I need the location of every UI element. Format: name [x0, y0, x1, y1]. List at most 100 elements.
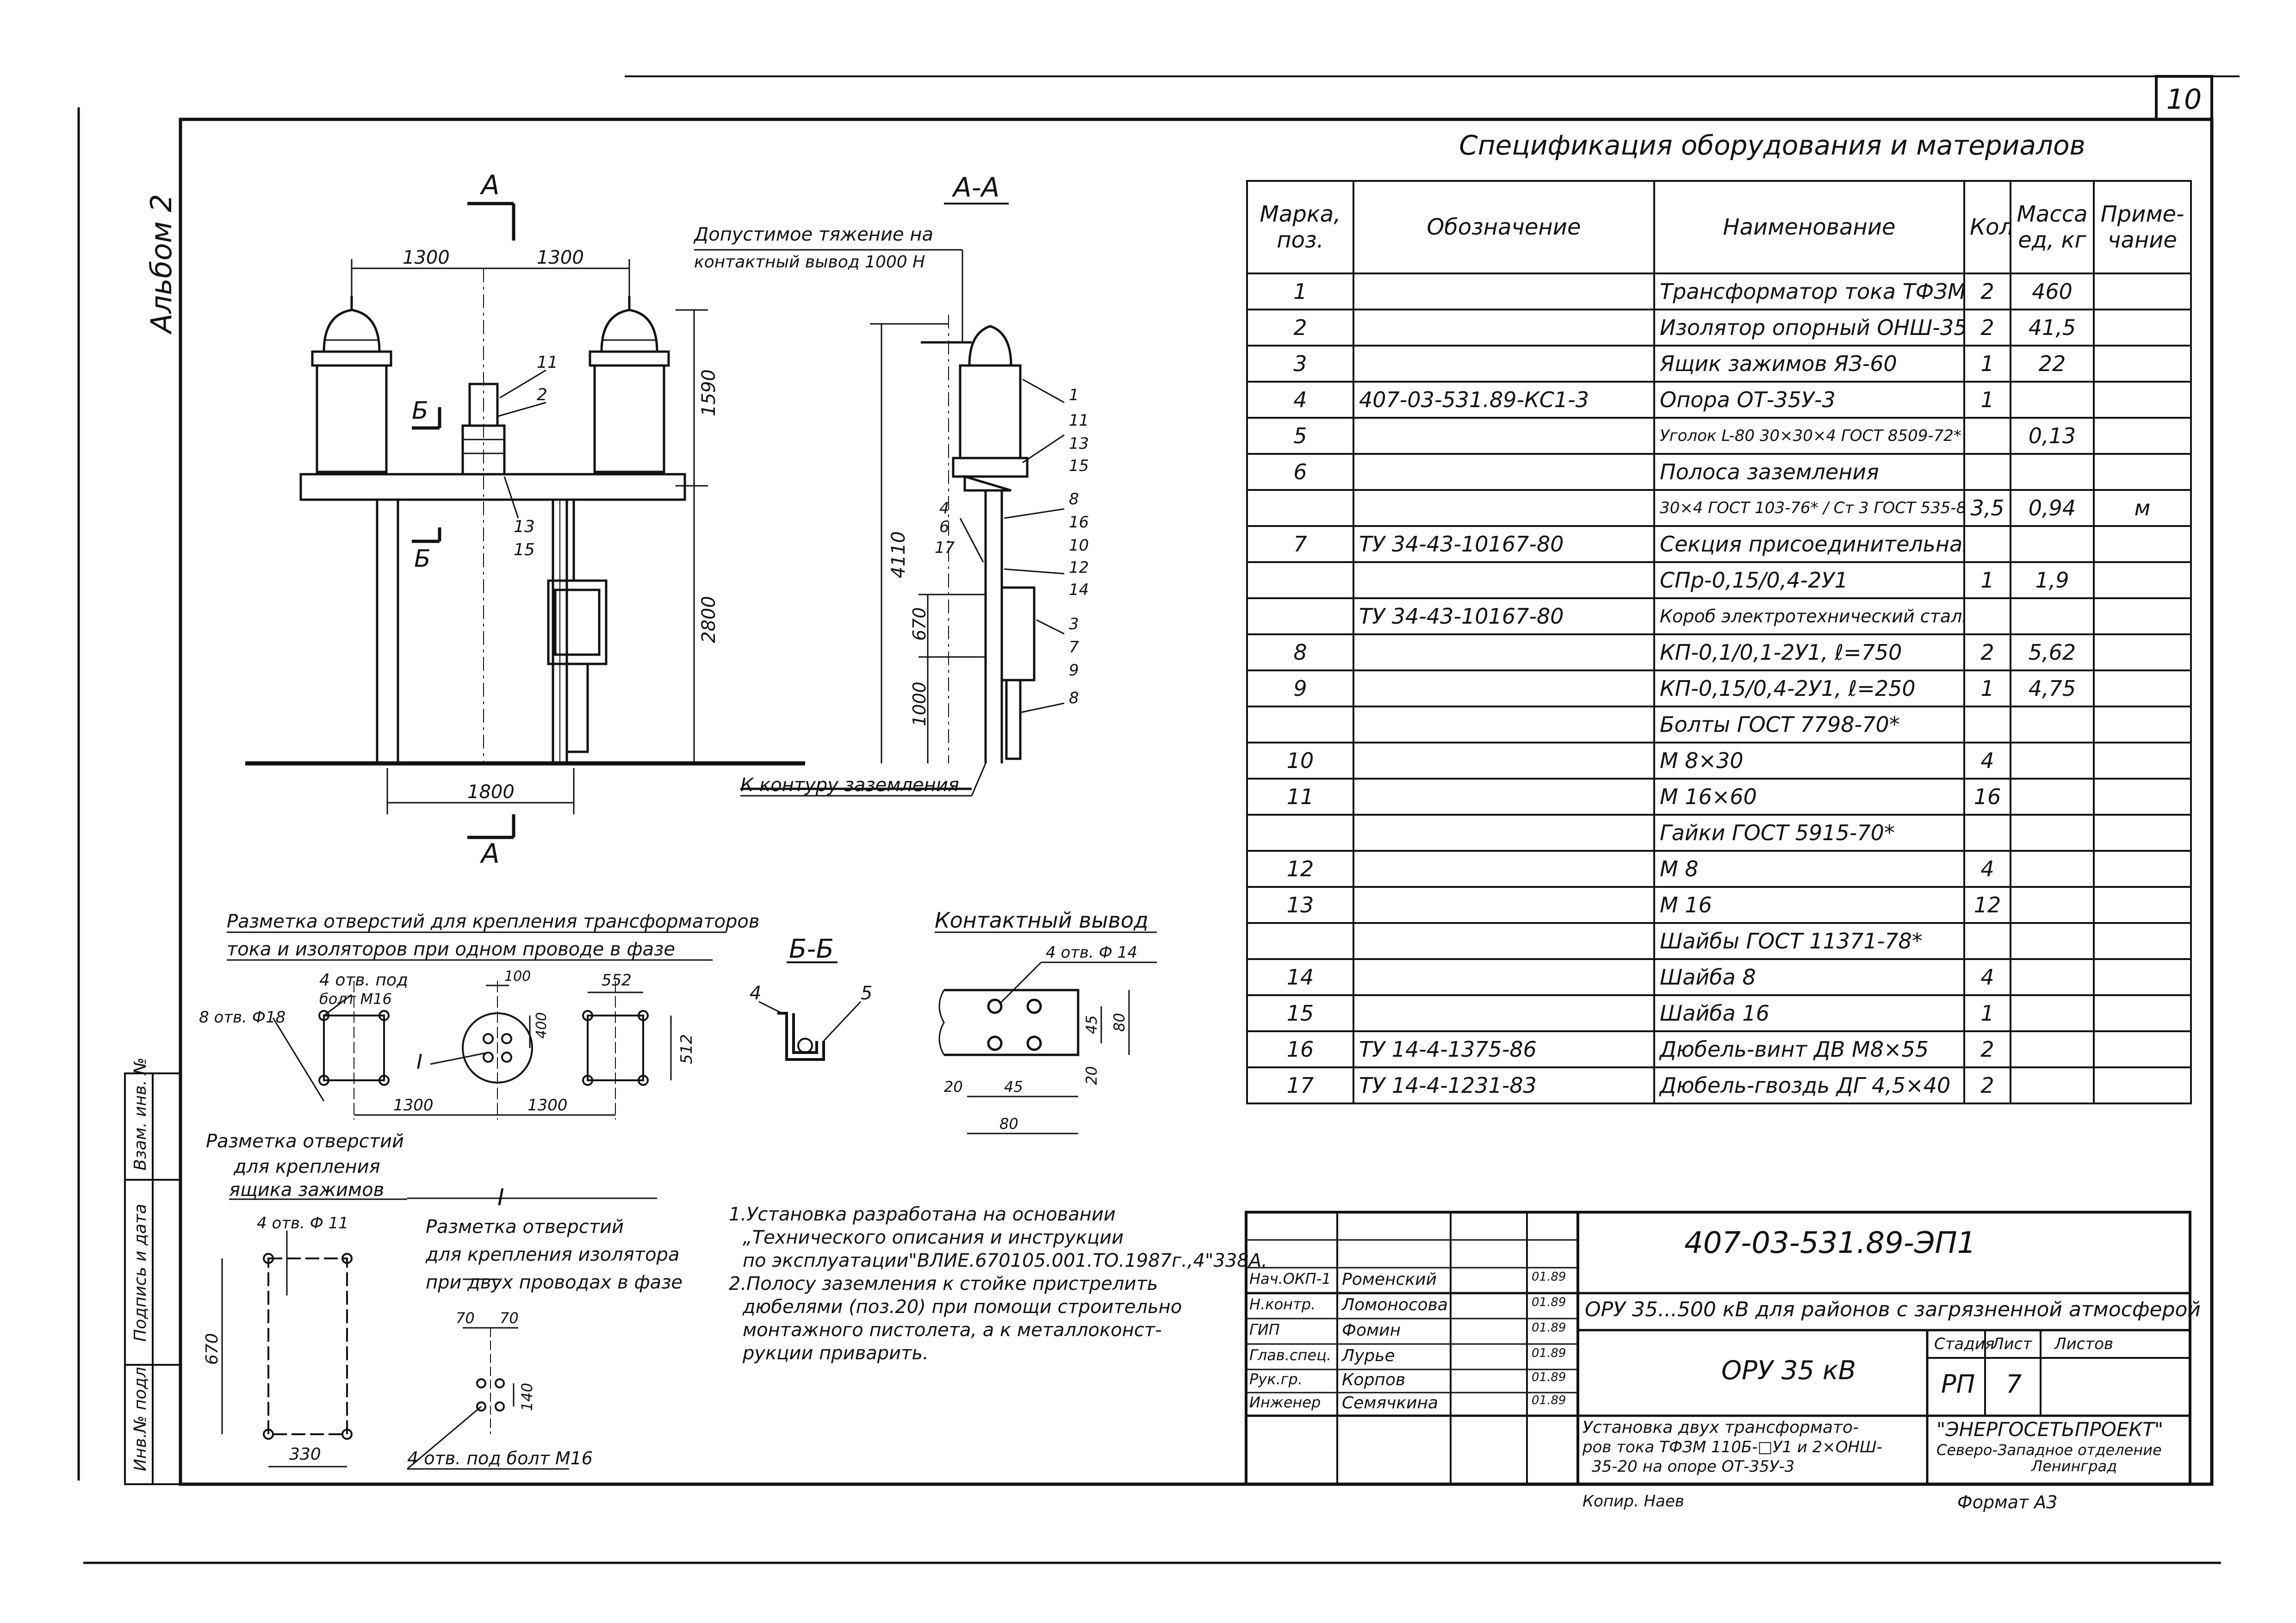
contact-holes: 4 отв. Ф 14: [1046, 943, 1137, 962]
spec-cell-qty: 16: [1963, 778, 2011, 816]
spec-cell-mass: 22: [2010, 345, 2095, 383]
aa-callout-12: 12: [1069, 558, 1089, 577]
spec-cell-mark: 6: [1246, 453, 1354, 491]
spec-cell-qty: 1: [1963, 381, 2011, 419]
spec-header-designation: Обозначение: [1353, 180, 1655, 274]
description-line1: Установка двух трансформато-: [1582, 1418, 1859, 1437]
aa-callout-4: 4: [939, 499, 949, 518]
sheets-header: Листов: [2054, 1335, 2114, 1353]
spec-cell-designation: ТУ 14-4-1231-83: [1353, 1066, 1655, 1104]
aa-callout-15: 15: [1069, 457, 1089, 475]
spec-title: Спецификация оборудования и материалов: [1459, 130, 2085, 161]
spec-cell-mark: [1246, 922, 1354, 960]
spec-cell-name: М 16×60: [1653, 778, 1965, 816]
role-date: 01.89: [1532, 1394, 1566, 1407]
spec-cell-designation: [1353, 922, 1655, 960]
spec-cell-name: СПр-0,15/0,4-2У1: [1653, 561, 1965, 599]
role-date: 01.89: [1532, 1270, 1566, 1284]
spec-cell-name: Короб электротехнический стальной: [1653, 597, 1965, 635]
sheet-value: 7: [2006, 1369, 2022, 1399]
spec-cell-mass: 41,5: [2010, 309, 2095, 347]
spec-cell-qty: 1: [1963, 561, 2011, 599]
spec-cell-name: Дюбель-гвоздь ДГ 4,5×40: [1653, 1066, 1965, 1104]
spec-cell-qty: 2: [1963, 309, 2011, 347]
copied-by: Копир. Наев: [1582, 1492, 1684, 1511]
spec-header-qty: Кол.: [1963, 180, 2011, 274]
aa-dim-1000: 1000: [909, 681, 930, 726]
role-name: Роменский: [1342, 1270, 1437, 1289]
spec-cell-note: [2093, 814, 2192, 852]
bb-callout-5: 5: [861, 983, 872, 1004]
detail-dim-140: 140: [518, 1383, 536, 1411]
callout-2: 2: [537, 385, 547, 404]
marking-title-line1: Разметка отверстий для крепления трансфо…: [227, 911, 759, 932]
spec-cell-designation: [1353, 417, 1655, 455]
spec-header-mass: Масса ед, кг: [2010, 180, 2095, 274]
detail-roman-i: I: [497, 1184, 504, 1211]
detail-i-view: [407, 1197, 657, 1470]
spec-cell-qty: [1963, 417, 2011, 455]
spec-cell-note: [2093, 958, 2192, 996]
note-line: „Технического описания и инструкции: [743, 1227, 1124, 1248]
spec-cell-mass: [2010, 1066, 2095, 1104]
spec-cell-mark: 11: [1246, 778, 1354, 816]
spec-header-row: Марка, поз. Обозначение Наименование Кол…: [1246, 180, 2192, 274]
dim-1300-right: 1300: [537, 247, 584, 268]
spec-cell-mark: 16: [1246, 1030, 1354, 1068]
marking-dim-552: 552: [602, 971, 632, 990]
grounding-note: К контуру заземления: [740, 774, 959, 796]
contact-terminal-view: [935, 931, 1157, 1134]
spec-row: Болты ГОСТ 7798-70*: [1246, 706, 2192, 743]
contact-dim-45: 45: [1083, 1015, 1100, 1034]
spec-cell-designation: [1353, 453, 1655, 491]
spec-cell-mass: 1,9: [2010, 561, 2095, 599]
aa-callout-8: 8: [1069, 490, 1079, 508]
box-holes: 4 отв. Ф 11: [257, 1214, 348, 1233]
marking-dim-400: 400: [534, 1012, 550, 1039]
spec-cell-qty: 4: [1963, 742, 2011, 780]
spec-cell-qty: 2: [1963, 633, 2011, 671]
note-line: 2.Полосу заземления к стойке пристрелить: [729, 1273, 1158, 1295]
section-a-top-label: А: [479, 169, 500, 201]
stamp-podpis: Подпись и дата: [131, 1204, 150, 1342]
marking-holes-4: 4 отв. под: [319, 971, 408, 990]
aa-callout-10: 10: [1069, 536, 1089, 555]
spec-cell-mass: 0,94: [2010, 489, 2095, 527]
stamp-inv-podl: Инв.№ подл.: [131, 1362, 150, 1471]
spec-cell-designation: [1353, 345, 1655, 383]
spec-cell-qty: 1: [1963, 994, 2011, 1032]
spec-cell-mass: [2010, 958, 2095, 996]
spec-cell-name: Дюбель-винт ДВ М8×55: [1653, 1030, 1965, 1068]
spec-cell-qty: [1963, 706, 2011, 743]
tension-note-line2: контактный вывод 1000 Н: [694, 253, 925, 272]
spec-cell-note: [2093, 706, 2192, 743]
spec-cell-note: [2093, 273, 2192, 310]
stamp-vzam: Взам. инв. №: [131, 1058, 150, 1171]
spec-cell-note: [2093, 922, 2192, 960]
title-block-grid: [1245, 1211, 2191, 1486]
spec-cell-mark: [1246, 489, 1354, 527]
contact-dim-20-right: 20: [1083, 1066, 1100, 1085]
contact-dim-20-bottom: 20: [944, 1078, 963, 1096]
spec-cell-mass: [2010, 778, 2095, 816]
organization-line3: Ленинград: [2031, 1457, 2117, 1475]
spec-cell-name: Трансформатор тока ТФЗМ-110Б-□У1: [1653, 273, 1965, 310]
detail-dim-70-right: 70: [500, 1309, 519, 1327]
role-role: Инженер: [1249, 1394, 1321, 1411]
spec-cell-mass: 4,75: [2010, 669, 2095, 707]
callout-11: 11: [537, 353, 558, 372]
box-title-line2: для крепления: [233, 1156, 380, 1177]
aa-callout-17: 17: [935, 539, 955, 557]
spec-cell-qty: 4: [1963, 850, 2011, 888]
spec-cell-note: [2093, 633, 2192, 671]
organization-line2: Северо-Западное отделение: [1936, 1441, 2162, 1459]
spec-cell-note: [2093, 850, 2192, 888]
marking-dim-512: 512: [677, 1034, 696, 1064]
box-title-line1: Разметка отверстий: [206, 1131, 404, 1152]
spec-cell-note: [2093, 381, 2192, 419]
